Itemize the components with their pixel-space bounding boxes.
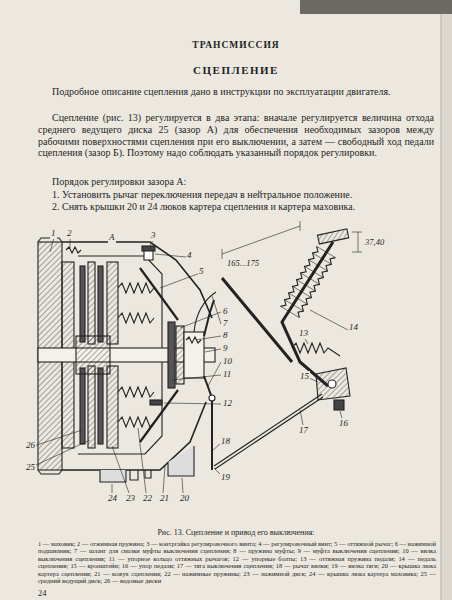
release-fork [204, 300, 214, 470]
pedal-spring [292, 343, 340, 356]
figure-caption: Рис. 13. Сцепление и привод его выключен… [38, 528, 434, 537]
callout-number: 10 [222, 356, 233, 367]
pressure-spring [118, 387, 154, 397]
body-paragraph: Сцепление (рис. 13) регулируется в два э… [38, 112, 434, 159]
driven-disc [80, 368, 85, 444]
running-head: ТРАНСМИССИЯ [38, 40, 434, 51]
callout-number: 17 [298, 425, 309, 436]
callout-number: 26 [25, 440, 36, 451]
callout-number: 6 [222, 306, 229, 317]
middle-disc [88, 366, 95, 448]
pressure-plate [107, 262, 118, 344]
driven-disc [98, 368, 103, 444]
gap-label: А [108, 232, 116, 243]
callout-number: 15 [299, 371, 310, 382]
pressure-plate [107, 366, 118, 448]
body-paragraph: 1. Установить рычаг переключения передач… [38, 189, 434, 201]
figure-key: 1 — маховик; 2 — отжимная пружина; 3 — к… [38, 540, 436, 584]
callout-number: 24 [107, 493, 118, 504]
pedal-pivot [328, 380, 336, 388]
pedal-drive [214, 221, 362, 469]
disc-hub [76, 336, 110, 374]
body-paragraph: Порядок регулировки зазора А: [38, 176, 434, 188]
sleeve-spring [186, 337, 201, 343]
thrust-ring [168, 322, 175, 388]
callout-number: 16 [338, 418, 349, 429]
callout-number: 12 [222, 398, 233, 409]
fork-pivot [209, 395, 215, 401]
pressure-spring [118, 283, 154, 293]
driven-disc [80, 266, 85, 342]
callout-number: 9 [222, 343, 229, 354]
middle-disc [88, 262, 95, 344]
release-bearing [176, 326, 184, 384]
callout-number: 20 [179, 493, 190, 504]
body-paragraph: Подробное описание сцепления дано в инст… [38, 86, 434, 98]
stop-bolt [150, 400, 162, 405]
pedal-stop [334, 400, 344, 410]
dimension: 165...175 [226, 258, 260, 268]
callout-number: 23 [125, 493, 136, 504]
callout-number: 4 [186, 250, 193, 261]
next-page-edge [441, 0, 452, 600]
callout-number: 7 [222, 318, 229, 329]
leader-lines [34, 238, 221, 493]
page-fold [441, 0, 442, 600]
callout-number: 13 [298, 328, 309, 339]
callout-number: 5 [198, 266, 205, 277]
dimension-line [222, 221, 300, 259]
callout-number: 1 [50, 228, 57, 239]
callout-number: 21 [159, 493, 170, 504]
pressure-spring [118, 313, 154, 323]
callout-number: 11 [222, 369, 232, 380]
callout-number: 8 [222, 330, 229, 341]
callout-number: 18 [220, 436, 231, 447]
housing-ribs [130, 470, 151, 480]
callout-number: 14 [348, 322, 359, 333]
dimension-line [352, 232, 362, 252]
callout-number: 25 [25, 462, 36, 473]
dark-background [300, 0, 452, 14]
callout-number: 19 [220, 472, 231, 483]
release-spring [66, 247, 81, 253]
section-heading: СЦЕПЛЕНИЕ [38, 64, 434, 77]
callout-number: 3 [150, 230, 157, 241]
pedal-pad [317, 229, 348, 244]
flywheel-hatch-cover [100, 470, 126, 482]
release-rod [214, 394, 323, 469]
clutch-hatch-cover [168, 446, 194, 476]
callout-number: 2 [66, 228, 73, 239]
page-number: 24 [38, 588, 47, 598]
dimension: 37,40 [364, 237, 385, 247]
pedal-boot [281, 246, 336, 317]
driven-disc [98, 266, 103, 342]
pedal-lever [282, 242, 333, 386]
pressure-spring [118, 417, 154, 427]
clutch-section [34, 238, 221, 493]
body-paragraph: 2. Снять крышки 20 и 24 люков картера сц… [38, 201, 434, 213]
callout-number: 22 [142, 493, 153, 504]
lock-nut [142, 246, 155, 251]
